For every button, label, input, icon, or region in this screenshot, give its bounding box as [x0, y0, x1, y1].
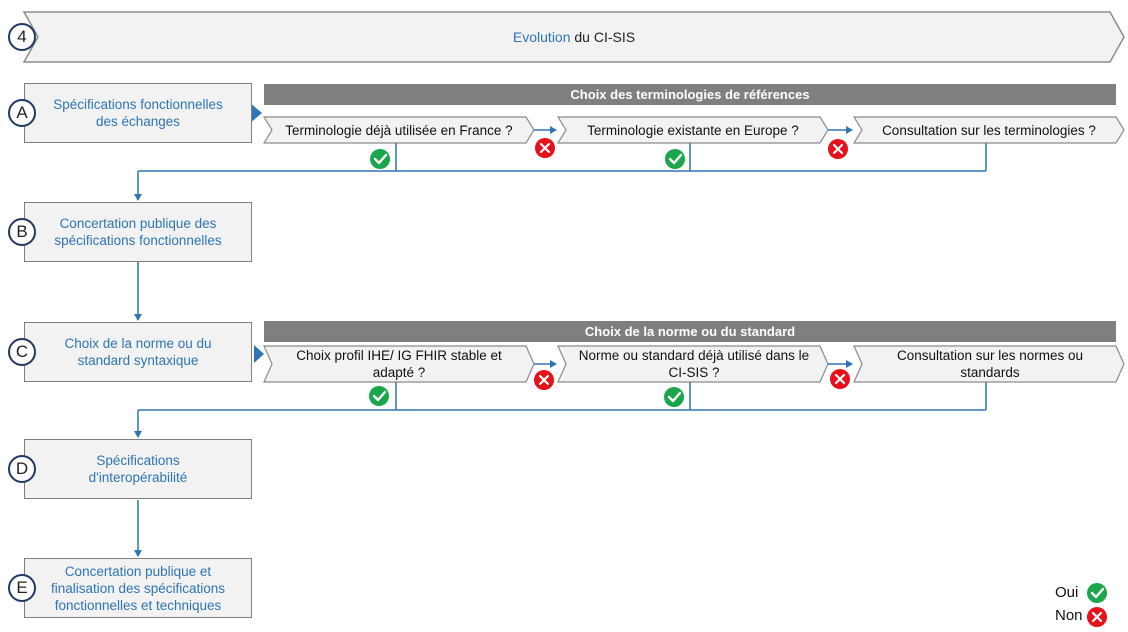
check-icon: [369, 386, 389, 406]
check-icon: [370, 149, 390, 169]
cross-icon: [828, 139, 848, 159]
terminology-item-3: Consultation sur les terminologies ?: [882, 122, 1096, 138]
step-c-pointer: [254, 345, 264, 363]
cross-icon: [535, 138, 555, 158]
norme-item-2: Norme ou standard déjà utilisé dans le C…: [578, 348, 810, 380]
terminology-item-2: Terminologie existante en Europe ?: [587, 122, 799, 138]
header-title-part2: du CI-SIS: [570, 29, 636, 45]
norme-chevron-2: [557, 345, 829, 383]
norme-item-3: Consultation sur les normes ou standards: [896, 348, 1084, 380]
terminology-chevron-1: [262, 116, 535, 144]
header-title-part1: Evolution: [512, 29, 571, 45]
step-a-pointer: [250, 103, 262, 123]
legend-non-label: Non: [1055, 607, 1083, 624]
terminology-item-1: Terminologie déjà utilisée en France ?: [285, 122, 513, 138]
legend-check-icon: [1087, 583, 1107, 603]
step-e-box: Concertation publique et finalisation de…: [24, 558, 252, 618]
norme-item-1: Choix profil IHE/ IG FHIR stable et adap…: [296, 348, 502, 380]
norme-collector: [134, 382, 987, 438]
legend-oui-label: Oui: [1055, 584, 1079, 601]
step-c-box: Choix de la norme ou du standard syntaxi…: [24, 322, 252, 382]
legend-cross-icon: [1087, 607, 1107, 627]
terminology-chevron-3: [852, 116, 1125, 144]
check-icon: [665, 149, 685, 169]
step-e-letter: E: [8, 574, 36, 602]
step-b-letter: B: [8, 218, 36, 246]
header-number-badge: 4: [8, 23, 36, 51]
terminology-chevron-2: [556, 116, 829, 144]
terminology-collector: [134, 143, 987, 201]
step-d-box: Spécifications d'interopérabilité: [24, 439, 252, 499]
step-c-letter: C: [8, 338, 36, 366]
header-banner: [22, 11, 1125, 63]
norme-title-bar: Choix de la norme ou du standard: [264, 321, 1116, 342]
norme-chevron-1: [263, 345, 535, 383]
cross-icon: [534, 370, 554, 390]
step-a-box: Spécifications fonctionnelles des échang…: [24, 83, 252, 143]
terminology-title-bar: Choix des terminologies de références: [264, 84, 1116, 105]
step-b-box: Concertation publique des spécifications…: [24, 202, 252, 262]
check-icon: [664, 387, 684, 407]
norme-chevron-3: [853, 345, 1125, 383]
cross-icon: [830, 369, 850, 389]
step-a-letter: A: [8, 99, 36, 127]
header-title: Evolution du CI-SIS: [24, 29, 1124, 45]
step-d-letter: D: [8, 455, 36, 483]
